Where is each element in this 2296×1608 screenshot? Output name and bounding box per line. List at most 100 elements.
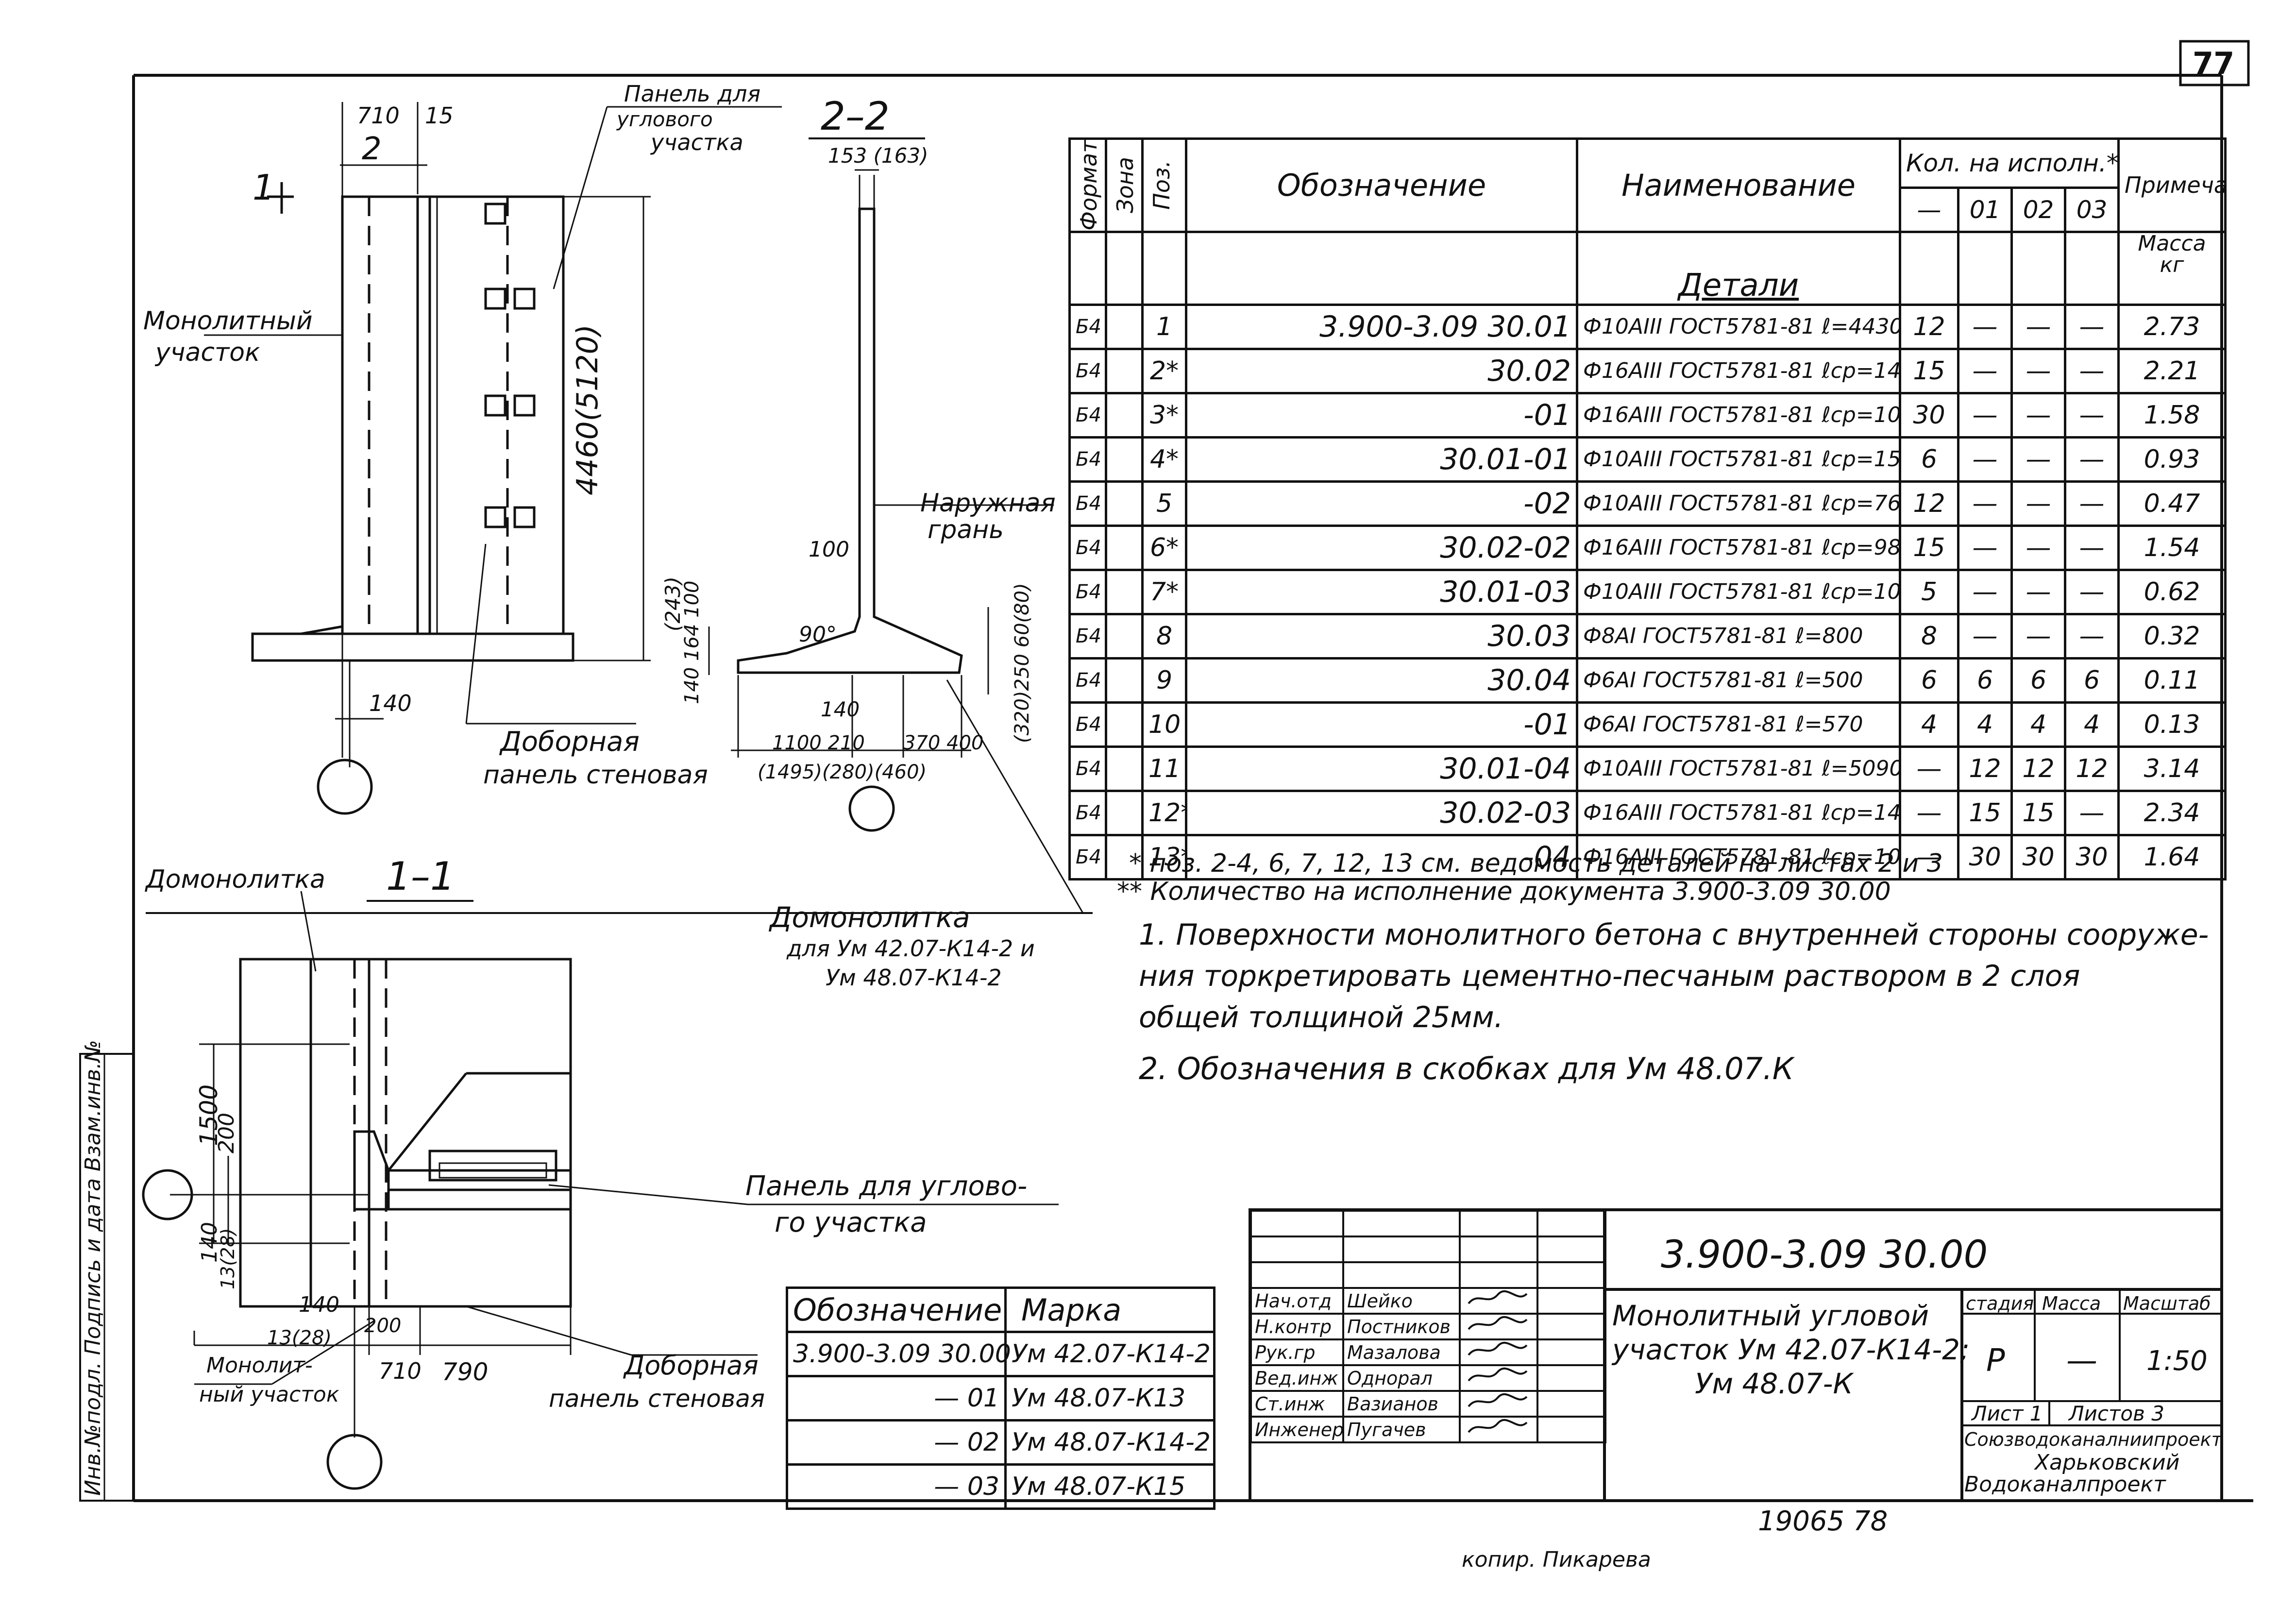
col-q3: 03: [2064, 186, 2120, 233]
signature-mark: [1459, 1338, 1538, 1366]
note-1-line-1: 1. Поверхности монолитного бетона с внут…: [1139, 918, 2209, 952]
s22-label-domonolitka-2: для Ум 42.07-К14-2 и: [787, 935, 1035, 962]
p11-dim-13-28: 13(28): [217, 1228, 238, 1289]
title-line-2: участок Ум 42.07-К14-2;: [1612, 1333, 1970, 1366]
marks-mark-cell: Ум 42.07-К14-2: [1004, 1331, 1216, 1377]
spec-qty1-cell: 30: [1957, 833, 2013, 880]
col-name: Наименование: [1576, 137, 1901, 233]
spec-qty1-cell: —: [1957, 436, 2013, 483]
spec-qty1-cell: —: [1957, 524, 2013, 571]
section-title-details: Детали: [1576, 230, 1901, 306]
spec-pos-cell: 8: [1141, 612, 1187, 660]
spec-qty1-cell: 6: [1957, 657, 2013, 704]
stage-header: стадия: [1966, 1293, 2034, 1314]
spec-designation-cell: 3.900-3.09 30.01: [1185, 303, 1578, 350]
spec-name-cell: Ф10АIII ГОСТ5781-81 ℓ=4430: [1576, 303, 1901, 350]
marks-header-designation: Обозначение: [786, 1286, 1007, 1333]
section-mark-2: 2: [362, 131, 382, 167]
spec-qty3-cell: —: [2064, 789, 2120, 836]
elev-label-extra-panel-2: панель стеновая: [483, 761, 708, 790]
p11-label-extra-panel-2: панель стеновая: [549, 1385, 765, 1413]
org-line-1: Союзводоканалниипроект: [1964, 1429, 2222, 1450]
spec-pos-cell: 6*: [1141, 524, 1187, 571]
signer-name: Однорал: [1342, 1364, 1461, 1392]
p11-label-monolith-1: Монолит-: [206, 1353, 313, 1378]
spec-zone-cell: [1105, 789, 1144, 836]
elev-label-extra-panel-1: Доборная: [500, 726, 640, 758]
spec-zone-cell: [1105, 568, 1144, 615]
s22-dim-243: (243): [661, 576, 685, 631]
s22-dim-90: 90°: [799, 622, 837, 647]
spec-pos-cell: 7*: [1141, 568, 1187, 615]
spec-mass-cell: 1.54: [2117, 524, 2227, 571]
spec-qty3-cell: —: [2064, 303, 2120, 350]
spec-qty0-cell: 12: [1899, 480, 1959, 527]
spec-designation-cell: 30.01-01: [1185, 436, 1578, 483]
s22-dim-1100-210: 1100 210: [772, 732, 865, 754]
note-star-2: ** Количество на исполнение документа 3.…: [1117, 877, 1891, 906]
left-margin-text: Инв.№подл. Подпись и дата Взам.инв.№: [81, 1040, 105, 1496]
spec-mass-cell: 3.14: [2117, 745, 2227, 792]
org-line-3: Водоканалпроект: [1964, 1472, 2166, 1497]
spec-qty3-cell: —: [2064, 568, 2120, 615]
spec-zone-cell: [1105, 833, 1144, 880]
spec-qty3-cell: 12: [2064, 745, 2120, 792]
spec-zone-cell: [1105, 657, 1144, 704]
spec-qty0-cell: 8: [1899, 612, 1959, 660]
spec-pos-cell: 12*: [1141, 789, 1187, 836]
handwritten-signature-icon: [1468, 1341, 1528, 1356]
spec-qty3-cell: —: [2064, 436, 2120, 483]
p11-dim-200b: 200: [364, 1315, 402, 1337]
s22-label-domonolitka-3: Ум 48.07-К14-2: [826, 965, 1002, 991]
scale-value: 1:50: [2146, 1345, 2208, 1377]
spec-designation-cell: 30.04: [1185, 657, 1578, 704]
elev-label-corner-panel-2: углового: [617, 107, 713, 131]
elev-dim-140: 140: [369, 690, 412, 716]
handwritten-signature-icon: [1468, 1419, 1528, 1433]
spec-qty0-cell: —: [1899, 789, 1959, 836]
spec-pos-cell: 3*: [1141, 391, 1187, 439]
s22-label-outer-2: грань: [928, 515, 1004, 544]
spec-mass-cell: 1.58: [2117, 391, 2227, 439]
spec-designation-cell: -04: [1185, 833, 1578, 880]
col-q0: —: [1899, 186, 1959, 233]
elev-label-corner-panel-1: Панель для: [624, 81, 761, 107]
signer-role: Вед.инж: [1250, 1364, 1344, 1392]
mass-header-tb: Масса: [2042, 1293, 2101, 1314]
spec-mass-cell: 2.34: [2117, 789, 2227, 836]
col-note: Примечан.: [2117, 137, 2227, 233]
s22-dim-140-164-100: 140 164 100: [681, 580, 703, 704]
spec-designation-cell: 30.02: [1185, 347, 1578, 394]
elev-label-monolith-2: участок: [155, 338, 260, 367]
spec-qty1-cell: —: [1957, 391, 2013, 439]
elev-label-monolith-1: Монолитный: [143, 306, 313, 336]
handwritten-signature-icon: [1468, 1316, 1528, 1330]
spec-pos-cell: 4*: [1141, 436, 1187, 483]
signer-role: Ст.инж: [1250, 1390, 1344, 1418]
signature-mark: [1459, 1364, 1538, 1392]
s22-dim-1495: (1495)(280)(460): [758, 761, 927, 783]
mass-value: —: [2066, 1343, 2097, 1379]
stage-value: Р: [1986, 1343, 2005, 1379]
spec-qty3-cell: —: [2064, 524, 2120, 571]
p11-dim-710: 710: [379, 1358, 422, 1384]
spec-mass-cell: 1.64: [2117, 833, 2227, 880]
spec-format-cell: Б4: [1068, 701, 1107, 748]
spec-designation-cell: 30.01-03: [1185, 568, 1578, 615]
spec-name-cell: Ф16АIII ГОСТ5781-81 ℓср=1400: [1576, 347, 1901, 394]
spec-qty0-cell: 4: [1899, 701, 1959, 748]
spec-designation-cell: -01: [1185, 701, 1578, 748]
spec-qty0-cell: —: [1899, 745, 1959, 792]
elev-label-corner-panel-3: участка: [651, 129, 743, 155]
